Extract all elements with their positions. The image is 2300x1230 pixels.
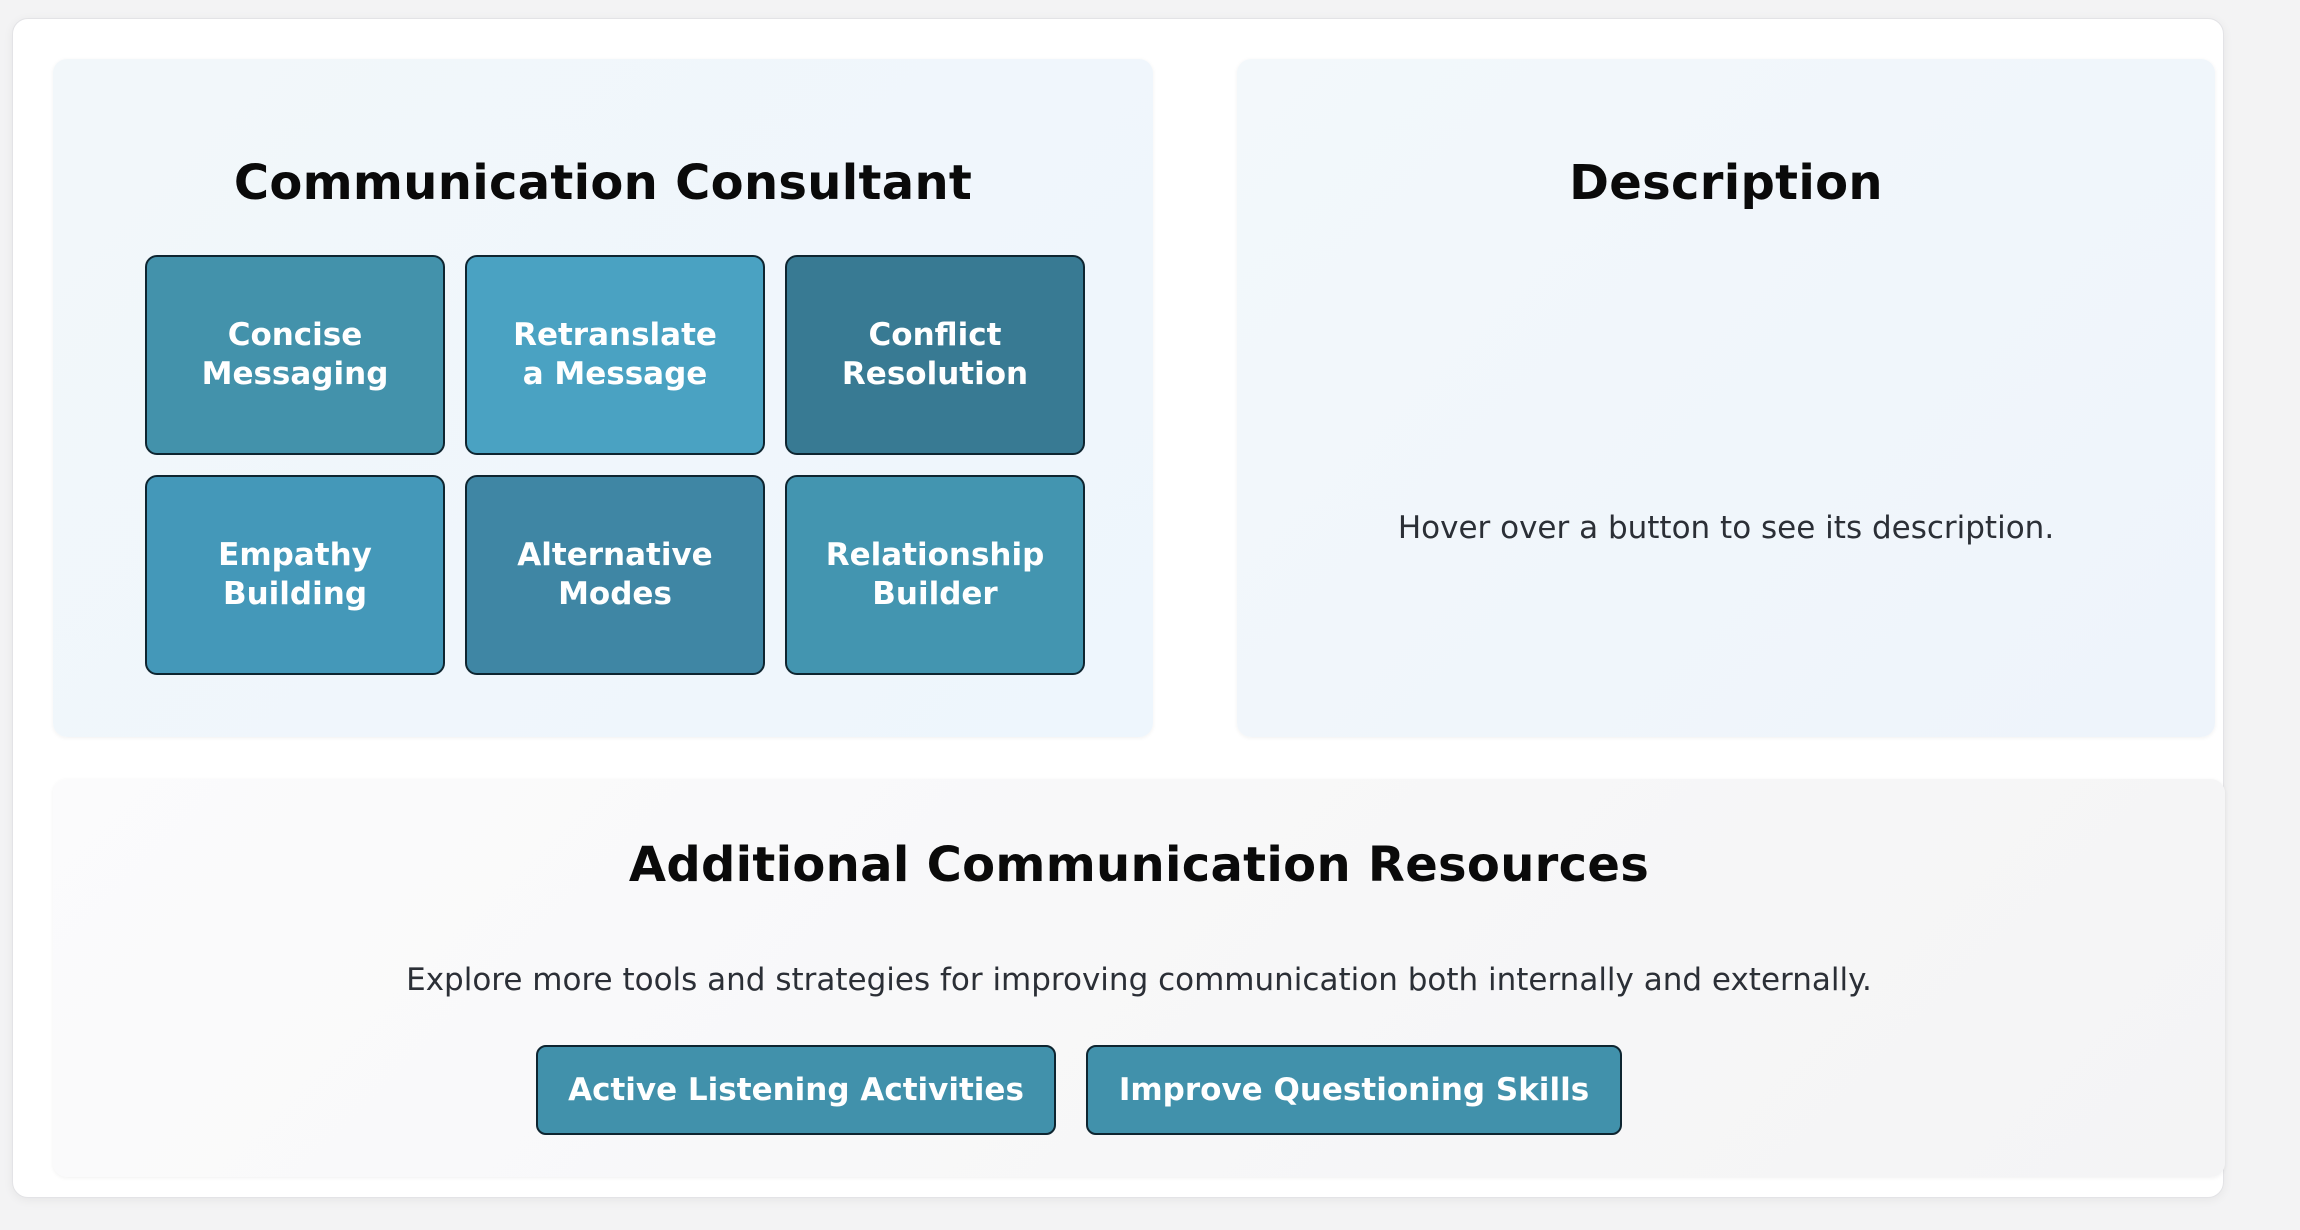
app-frame: Communication Consultant Concise Messagi… (12, 18, 2225, 1198)
retranslate-message-button[interactable]: Retranslate a Message (465, 255, 765, 455)
improve-questioning-button[interactable]: Improve Questioning Skills (1086, 1045, 1622, 1135)
concise-messaging-button[interactable]: Concise Messaging (145, 255, 445, 455)
conflict-resolution-button[interactable]: Conflict Resolution (785, 255, 1085, 455)
description-text: Hover over a button to see its descripti… (1397, 510, 2055, 546)
resources-subtitle: Explore more tools and strategies for im… (406, 962, 1872, 998)
additional-resources-panel: Additional Communication Resources Explo… (53, 779, 2225, 1177)
active-listening-button[interactable]: Active Listening Activities (536, 1045, 1056, 1135)
tool-button-grid: Concise Messaging Retranslate a Message … (145, 255, 1085, 675)
resource-button-row: Active Listening Activities Improve Ques… (53, 1045, 2225, 1135)
empathy-building-button[interactable]: Empathy Building (145, 475, 445, 675)
communication-consultant-panel: Communication Consultant Concise Messagi… (53, 59, 1153, 737)
resources-title: Additional Communication Resources (628, 837, 1650, 893)
description-title: Description (1569, 155, 1883, 211)
consultant-title: Communication Consultant (233, 155, 973, 211)
alternative-modes-button[interactable]: Alternative Modes (465, 475, 765, 675)
description-panel: Description Hover over a button to see i… (1237, 59, 2215, 737)
relationship-builder-button[interactable]: Relationship Builder (785, 475, 1085, 675)
